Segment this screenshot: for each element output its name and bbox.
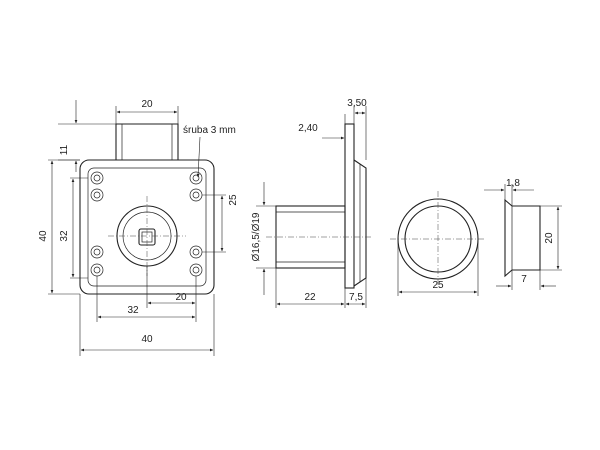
dim-hole-spacing-horizontal: 20 — [146, 266, 197, 308]
dim-inner-width-label: 32 — [127, 305, 139, 316]
dim-body-depth-label: 7,5 — [349, 292, 363, 303]
front-view: 20 11 śruba 3 mm 25 32 — [38, 99, 239, 356]
dim-lip-label: 1,8 — [506, 178, 520, 189]
dim-top-width-label: 20 — [141, 99, 153, 110]
dim-flange-thickness: 3,50 — [347, 98, 367, 160]
dim-inner-width: 32 — [96, 276, 197, 322]
dim-profile-height-label: 20 — [544, 232, 555, 244]
dim-ring-diameter-label: 25 — [432, 280, 444, 291]
key-cylinder — [108, 196, 186, 276]
dim-ring-diameter: 25 — [397, 239, 479, 296]
dim-outer-width-label: 40 — [141, 334, 153, 345]
dim-body-depth: 7,5 — [345, 278, 367, 308]
dim-top-width: 20 — [115, 99, 179, 124]
mounting-plate — [344, 123, 355, 289]
screw-note: śruba 3 mm — [183, 125, 236, 178]
dim-hole-spacing-vertical-label: 25 — [228, 194, 239, 206]
side-view: 2,40 3,50 Ø16,5/Ø19 22 7,5 — [251, 98, 372, 308]
dim-profile-height: 20 — [540, 205, 562, 271]
dim-cylinder-length-label: 22 — [304, 292, 316, 303]
dim-flange-thickness-label: 3,50 — [347, 98, 367, 109]
dim-cylinder-diameter-label: Ø16,5/Ø19 — [251, 212, 262, 261]
ring-view: 25 — [390, 191, 486, 296]
dim-top-height-label: 11 — [59, 144, 70, 155]
dim-profile-depth-label: 7 — [521, 274, 527, 285]
mounting-holes — [90, 171, 203, 277]
dim-inner-height: 32 — [59, 177, 88, 279]
dim-plate-thickness: 2,40 — [298, 114, 346, 140]
dim-inner-height-label: 32 — [59, 230, 70, 242]
dim-cylinder-diameter: Ø16,5/Ø19 — [251, 182, 276, 295]
dim-outer-width: 40 — [79, 294, 215, 356]
bolt-block — [115, 123, 179, 160]
dim-plate-thickness-label: 2,40 — [298, 123, 318, 134]
dim-outer-height-label: 40 — [38, 230, 49, 242]
dim-lip: 1,8 — [484, 178, 534, 206]
profile-view: 1,8 20 7 — [484, 178, 562, 290]
dim-profile-depth: 7 — [496, 270, 556, 290]
dim-top-height: 11 — [58, 100, 116, 172]
screw-note-label: śruba 3 mm — [183, 125, 236, 136]
dim-hole-spacing-vertical: 25 — [202, 194, 239, 253]
ring-profile — [504, 198, 541, 278]
dim-hole-spacing-horizontal-label: 20 — [175, 292, 187, 303]
dim-cylinder-length: 22 — [275, 268, 346, 308]
dim-outer-height: 40 — [38, 159, 80, 295]
